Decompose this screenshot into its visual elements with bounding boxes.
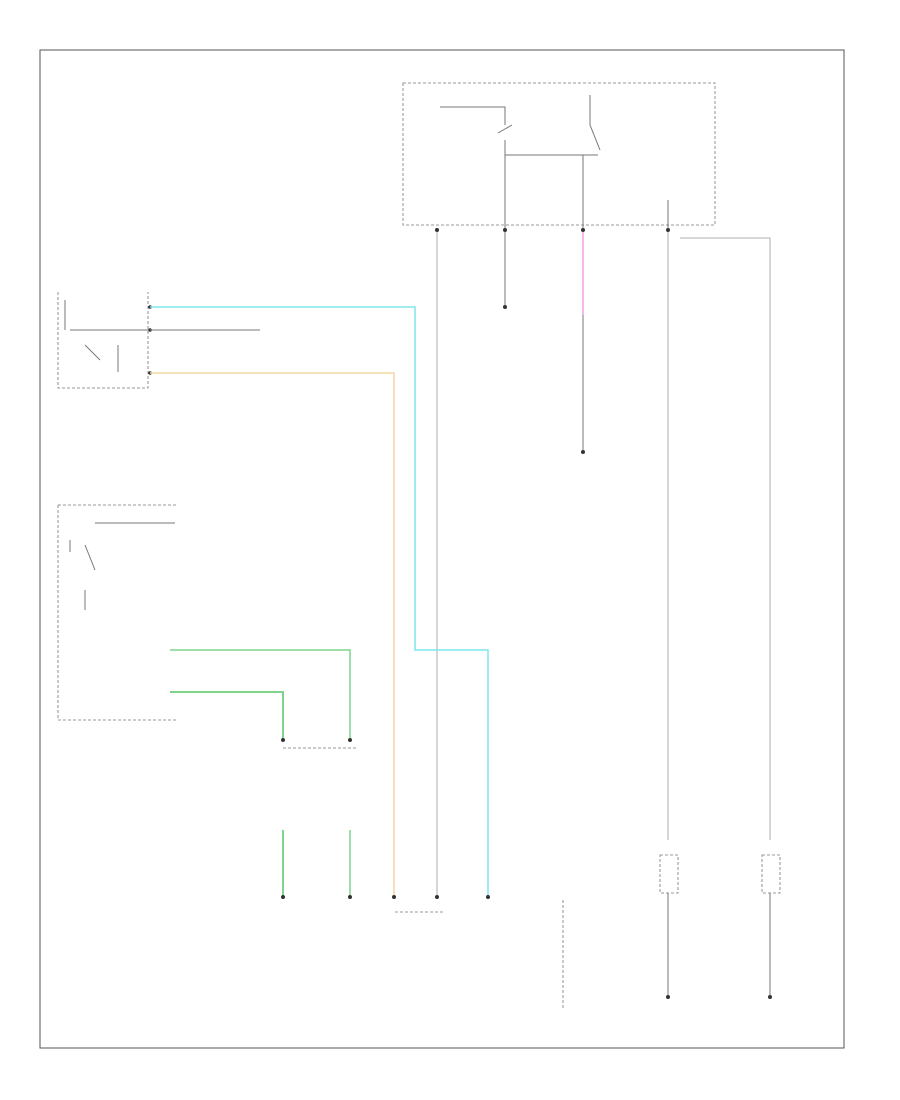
pin-2 xyxy=(503,228,507,232)
wire-yellow xyxy=(150,372,395,895)
top-module-pins xyxy=(435,228,670,232)
pin-3 xyxy=(581,228,585,232)
pin-4 xyxy=(666,228,670,232)
pin-1 xyxy=(435,228,439,232)
wire-to-heater-b xyxy=(680,237,771,840)
wire-cyan xyxy=(150,306,489,895)
body-control-module xyxy=(402,82,716,228)
left-lower-module xyxy=(57,504,178,721)
heater-a xyxy=(659,854,679,999)
wire-green-1 xyxy=(170,649,351,738)
wire-green-2 xyxy=(170,691,284,738)
top-module-wires xyxy=(436,232,771,895)
bottom-module xyxy=(281,895,564,1008)
diagram-frame xyxy=(39,49,845,1049)
heater-b xyxy=(761,854,781,999)
